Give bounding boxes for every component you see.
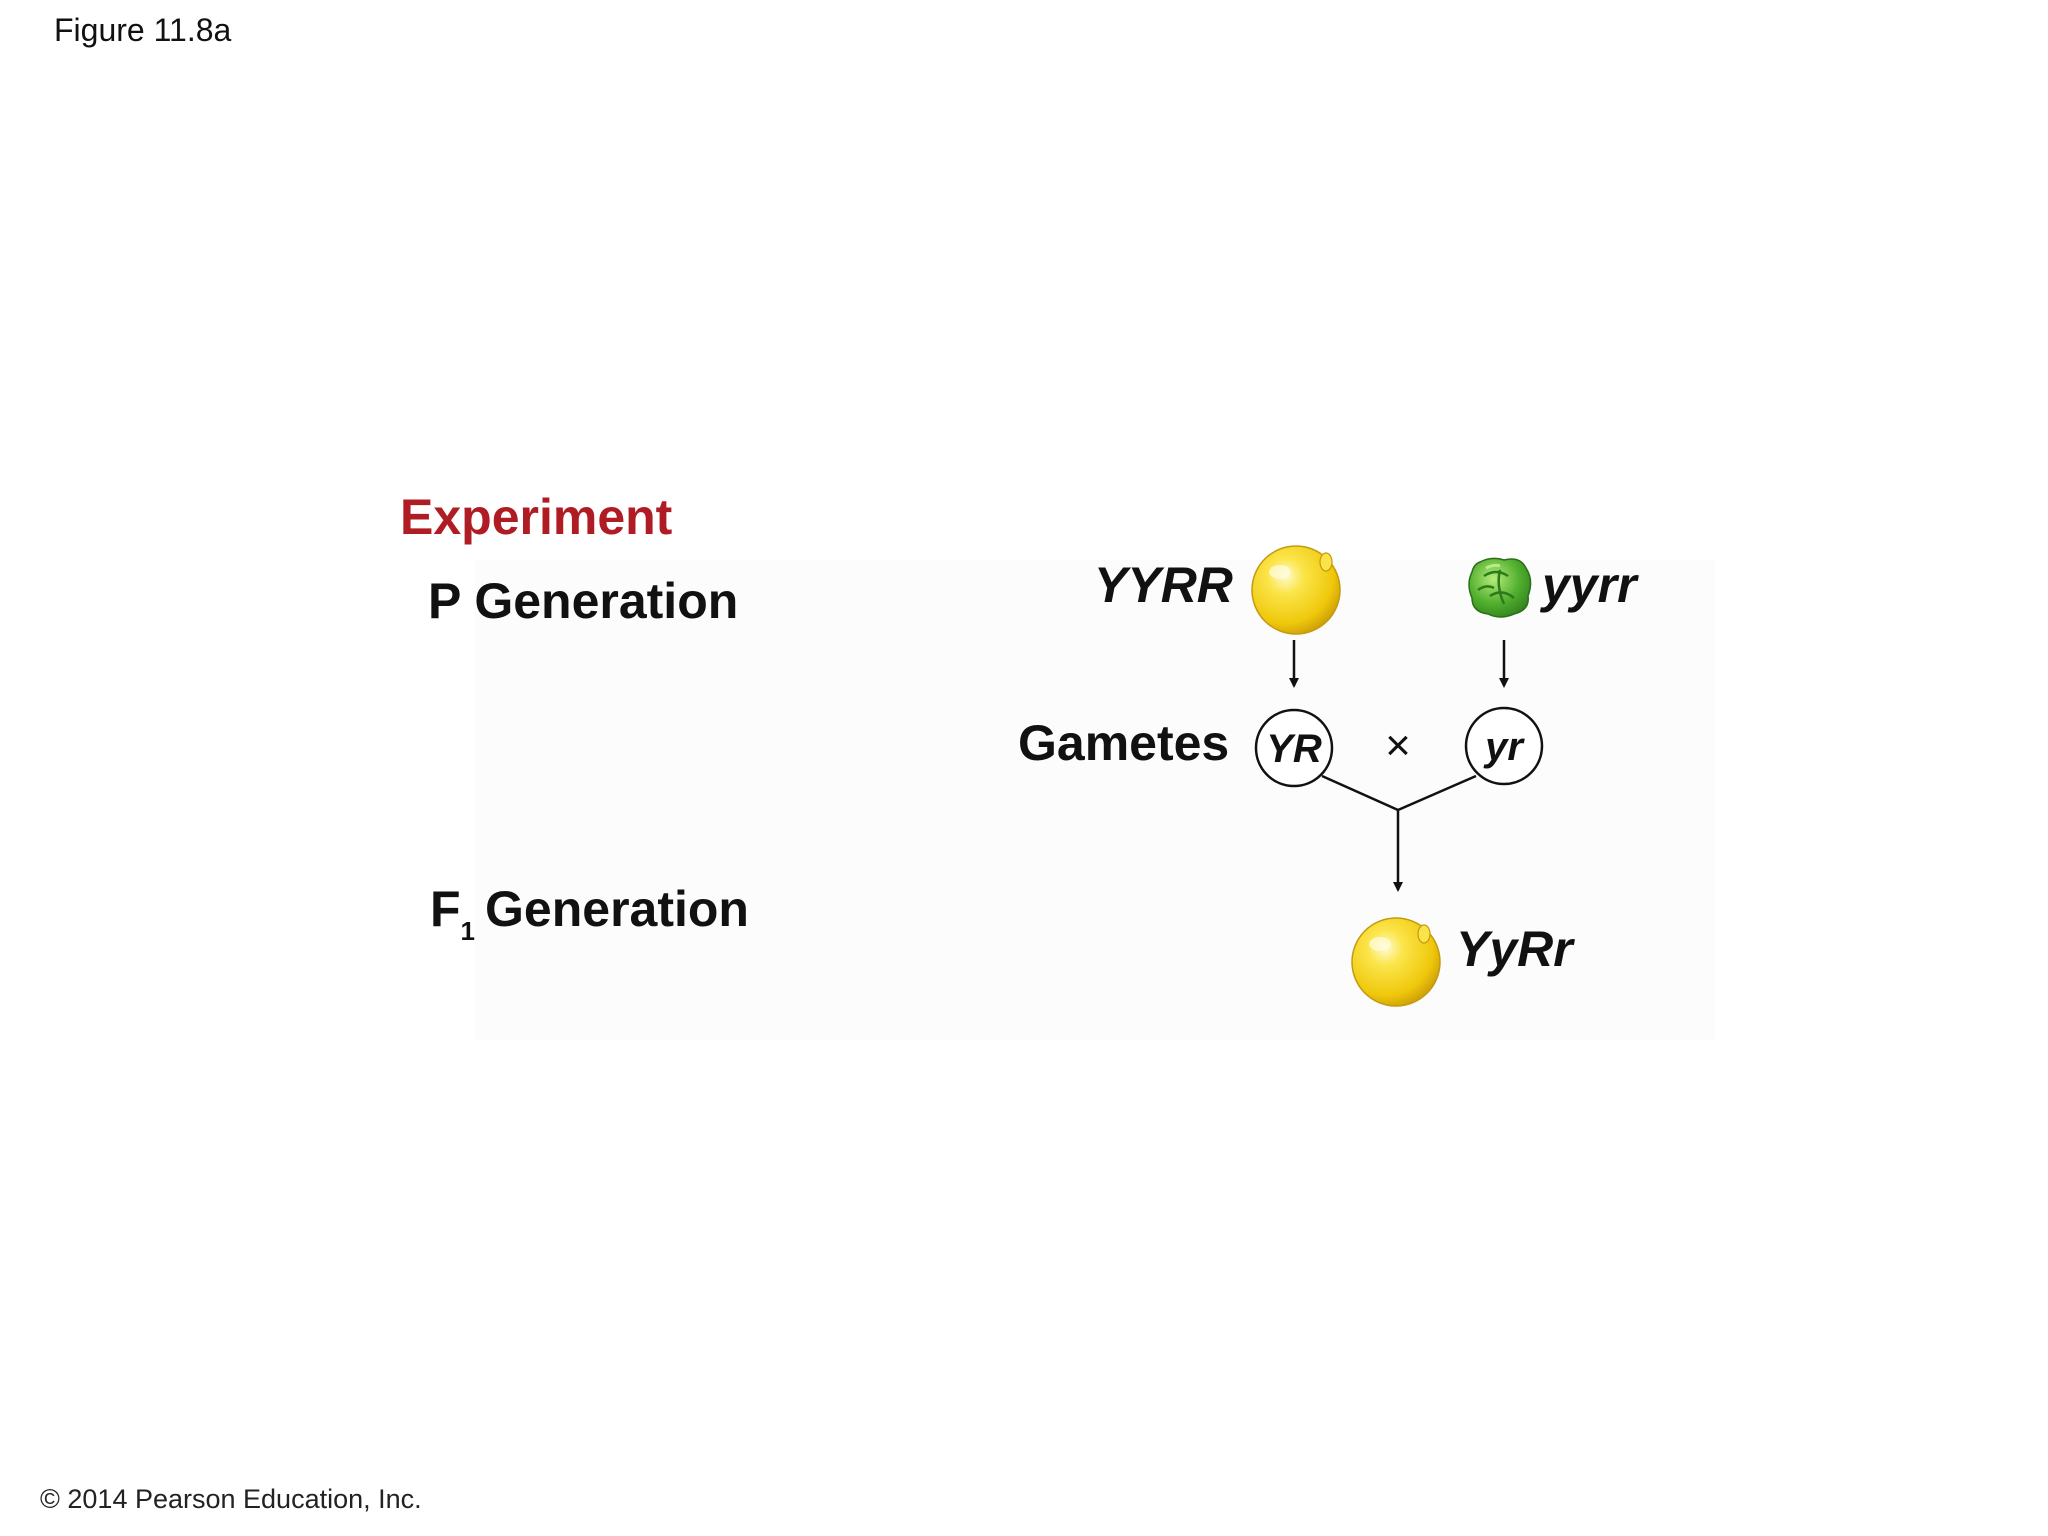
offspring-pea-icon [1351,917,1441,1007]
f1-label-rest: Generation [485,881,749,937]
cross-symbol: × [1385,721,1411,770]
experiment-heading: Experiment [400,489,673,545]
f1-label-main: F [430,881,461,937]
diagram-panel [475,560,1715,1040]
gamete-left-circle [1254,708,1334,788]
p-generation-label: P Generation [428,573,739,629]
green-wrinkled-pea-icon [1468,557,1532,618]
parent-left-genotype: YYRR [1094,557,1233,613]
copyright-notice: © 2014 Pearson Education, Inc. [40,1484,422,1514]
gamete-right-circle [1464,706,1544,786]
cross-line-left [1321,774,1399,812]
cross-line-right [1397,774,1477,812]
f1-label-subscript: 1 [460,916,476,946]
gametes-label: Gametes [1018,715,1230,771]
gamete-right-label: yr [1483,725,1525,769]
f1-generation-label: F1 Generation [430,880,749,947]
figure-label: Figure 11.8a [54,12,232,48]
parent-right-genotype: yyrr [1542,557,1637,613]
gamete-left-label: YR [1266,727,1322,771]
offspring-genotype: YyRr [1456,921,1573,977]
yellow-round-pea-icon [1251,545,1341,635]
